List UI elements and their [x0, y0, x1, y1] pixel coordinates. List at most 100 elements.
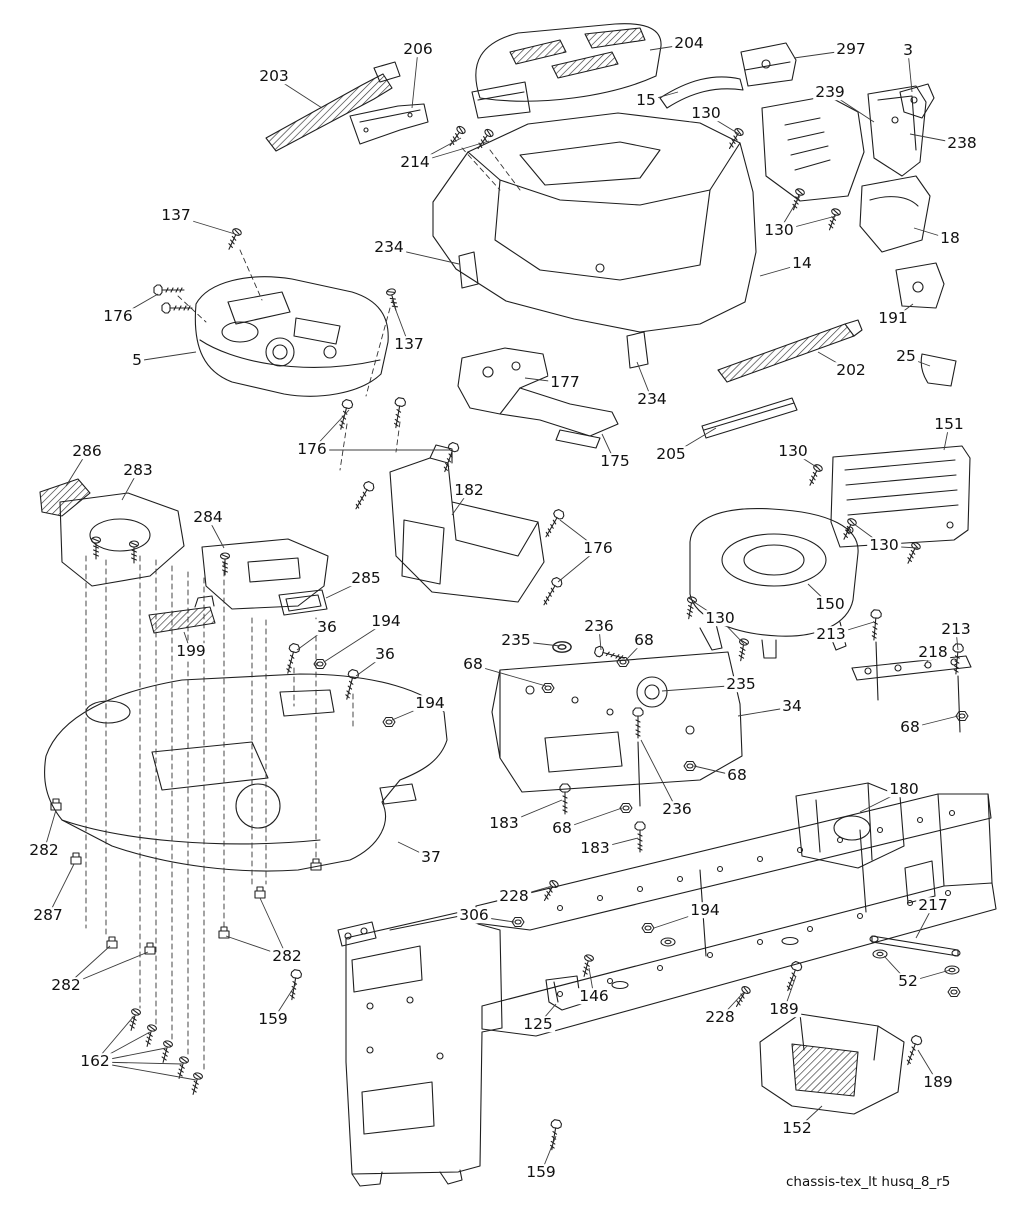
- part-18-lower-panel: [859, 175, 931, 253]
- part-label-159: 159: [524, 1163, 558, 1182]
- part-label-234: 234: [372, 238, 406, 257]
- part-label-194: 194: [369, 612, 403, 631]
- part-label-228: 228: [497, 887, 531, 906]
- part-label-199: 199: [174, 642, 208, 661]
- part-label-150: 150: [813, 595, 847, 614]
- screw-162: [174, 1055, 190, 1081]
- part-label-130: 130: [689, 104, 723, 123]
- part-label-205: 205: [654, 445, 688, 464]
- leader-line: [259, 897, 288, 958]
- part-284-fender-piece: [201, 538, 329, 610]
- part-label-52: 52: [896, 972, 920, 991]
- part-label-152: 152: [780, 1119, 814, 1138]
- part-label-68: 68: [632, 631, 656, 650]
- leader-line: [94, 1061, 197, 1081]
- part-14-hood-shell: [432, 112, 757, 333]
- part-label-130: 130: [867, 536, 901, 555]
- part-label-37: 37: [419, 848, 443, 867]
- part-182-footrest-panel: [389, 444, 545, 603]
- part-label-286: 286: [70, 442, 104, 461]
- screw-130: [903, 540, 922, 566]
- screw-162: [126, 1007, 142, 1033]
- screw-130: [805, 462, 824, 488]
- part-label-234: 234: [635, 390, 669, 409]
- screw-137: [224, 226, 243, 252]
- part-15-trim-strip: [659, 76, 744, 109]
- leader-line: [640, 739, 678, 811]
- part-5-dashboard: [194, 276, 389, 397]
- washer-52: [944, 965, 960, 975]
- bolt-236: [632, 707, 644, 739]
- screw-162: [188, 1071, 204, 1097]
- part-125-clip: [545, 975, 582, 1011]
- bolt-159: [546, 1118, 563, 1152]
- part-151-bracket: [830, 445, 971, 548]
- part-label-151: 151: [932, 415, 966, 434]
- leader-line: [411, 49, 419, 109]
- screw-228: [540, 878, 560, 904]
- part-label-306: 306: [457, 906, 491, 925]
- part-label-146: 146: [577, 987, 611, 1006]
- part-285-plate: [278, 589, 328, 616]
- part-label-180: 180: [887, 780, 921, 799]
- bolt-189: [902, 1034, 924, 1067]
- bolt-159: [286, 968, 303, 1002]
- part-234-strip-left: [458, 251, 479, 289]
- part-label-125: 125: [521, 1015, 555, 1034]
- screw-130: [824, 207, 842, 232]
- part-218-drawbar: [851, 655, 972, 681]
- part-283-fender-piece: [59, 492, 185, 587]
- part-label-218: 218: [916, 643, 950, 662]
- part-label-34: 34: [780, 697, 804, 716]
- part-label-130: 130: [703, 609, 737, 628]
- nut: [947, 986, 961, 998]
- part-label-297: 297: [834, 40, 868, 59]
- part-label-213: 213: [814, 625, 848, 644]
- part-199-pad: [148, 595, 216, 634]
- part-297-block: [740, 42, 797, 87]
- alignment-dashed-lines: [85, 147, 521, 1073]
- bolt-176: [541, 507, 566, 540]
- part-label-285: 285: [349, 569, 383, 588]
- part-label-5: 5: [130, 351, 144, 370]
- part-label-162: 162: [78, 1052, 112, 1071]
- diagram-footer-code: chassis-tex_lt husq_8_r5: [786, 1174, 951, 1190]
- part-label-68: 68: [898, 718, 922, 737]
- part-239-louver-panel: [761, 95, 865, 202]
- part-label-176: 176: [101, 307, 135, 326]
- leader-line: [136, 351, 197, 362]
- part-label-177: 177: [548, 373, 582, 392]
- screw-137: [385, 287, 401, 313]
- part-label-189: 189: [921, 1073, 955, 1092]
- screw: [128, 540, 140, 564]
- screw-162: [158, 1039, 174, 1065]
- part-label-159: 159: [256, 1010, 290, 1029]
- part-label-203: 203: [257, 67, 291, 86]
- screw-130: [788, 187, 806, 212]
- screw-162: [142, 1023, 158, 1049]
- part-label-228: 228: [703, 1008, 737, 1027]
- part-3-bracket: [899, 83, 935, 119]
- part-label-204: 204: [672, 34, 706, 53]
- bolt-176: [390, 396, 407, 430]
- part-label-183: 183: [487, 814, 521, 833]
- part-label-194: 194: [688, 901, 722, 920]
- part-label-36: 36: [373, 645, 397, 664]
- part-205-strip: [701, 397, 798, 439]
- leader-line: [472, 664, 547, 687]
- part-label-238: 238: [945, 134, 979, 153]
- part-label-236: 236: [660, 800, 694, 819]
- part-label-14: 14: [790, 254, 814, 273]
- part-label-282: 282: [27, 841, 61, 860]
- part-label-182: 182: [452, 481, 486, 500]
- nut-194: [382, 716, 396, 728]
- bolt-213: [868, 609, 883, 641]
- part-217-link-rod: [869, 935, 961, 957]
- part-label-189: 189: [767, 1000, 801, 1019]
- part-label-287: 287: [31, 906, 65, 925]
- part-286-pad: [39, 478, 91, 517]
- part-234-strip-right: [626, 331, 649, 369]
- part-label-130: 130: [776, 442, 810, 461]
- part-191-cover: [895, 262, 945, 309]
- part-label-130: 130: [762, 221, 796, 240]
